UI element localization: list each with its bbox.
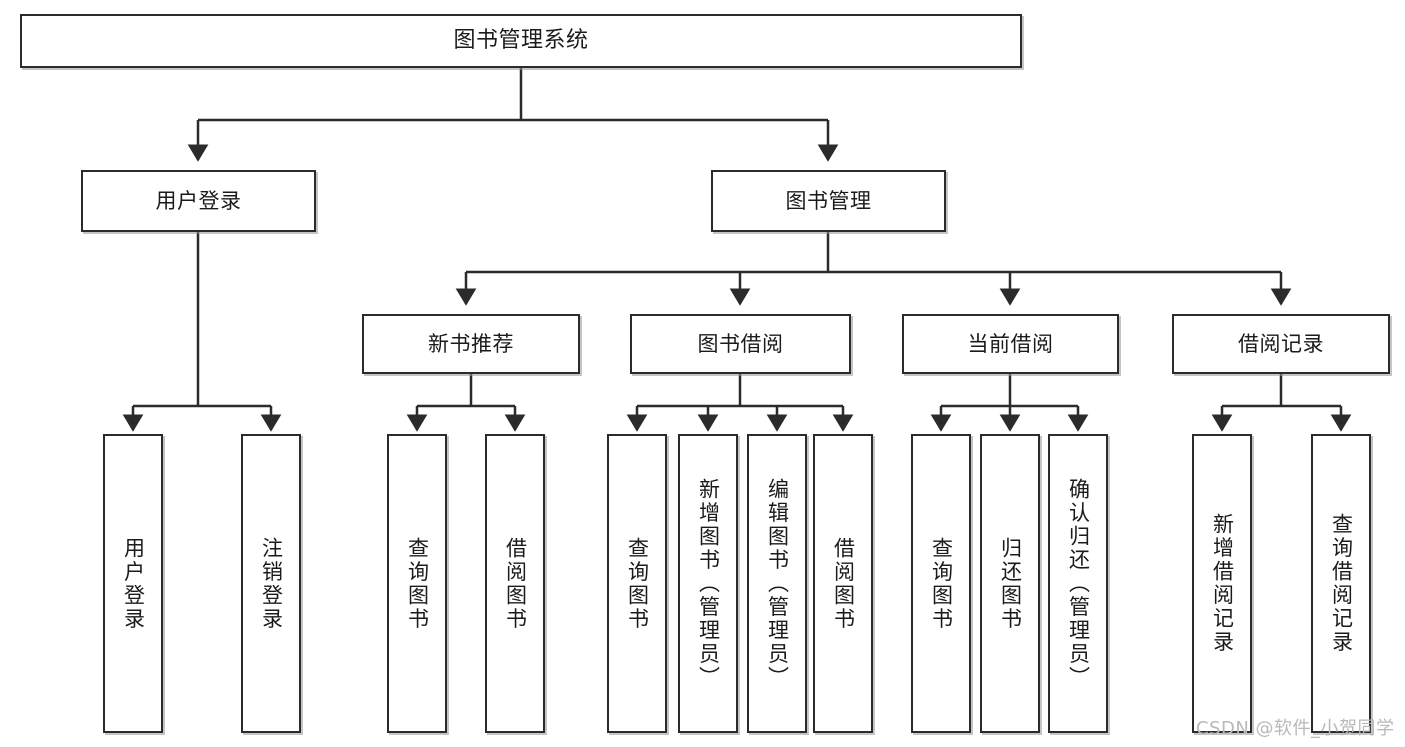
leaf-book-borrow-add[interactable]: 新增图书（管理员） <box>678 434 738 733</box>
leaf-label: 查询图书 <box>929 536 954 631</box>
node-new-book-recommend-label: 新书推荐 <box>428 331 514 356</box>
leaf-new-book-borrow[interactable]: 借阅图书 <box>485 434 545 733</box>
leaf-borrow-record-query[interactable]: 查询借阅记录 <box>1311 434 1371 733</box>
leaf-user-login-logout[interactable]: 注销登录 <box>241 434 301 733</box>
leaf-book-borrow-query[interactable]: 查询图书 <box>607 434 667 733</box>
node-book-management[interactable]: 图书管理 <box>711 170 946 232</box>
leaf-current-borrow-confirm[interactable]: 确认归还（管理员） <box>1048 434 1108 733</box>
leaf-user-login-login[interactable]: 用户登录 <box>103 434 163 733</box>
leaf-current-borrow-query[interactable]: 查询图书 <box>911 434 971 733</box>
leaf-label: 新增借阅记录 <box>1210 513 1235 654</box>
leaf-label: 归还图书 <box>998 536 1023 631</box>
node-book-borrow-label: 图书借阅 <box>697 331 784 356</box>
node-current-borrow-label: 当前借阅 <box>967 331 1054 356</box>
leaf-label: 借阅图书 <box>831 536 856 631</box>
leaf-label: 编辑图书（管理员） <box>765 477 790 690</box>
node-new-book-recommend[interactable]: 新书推荐 <box>362 314 580 374</box>
leaf-label: 用户登录 <box>121 536 146 631</box>
leaf-book-borrow-edit[interactable]: 编辑图书（管理员） <box>747 434 807 733</box>
node-book-management-label: 图书管理 <box>785 188 872 213</box>
node-user-login-label: 用户登录 <box>155 188 242 213</box>
leaf-label: 新增图书（管理员） <box>696 477 721 690</box>
node-borrow-record[interactable]: 借阅记录 <box>1172 314 1390 374</box>
node-user-login[interactable]: 用户登录 <box>81 170 316 232</box>
leaf-new-book-query[interactable]: 查询图书 <box>387 434 447 733</box>
node-root-label: 图书管理系统 <box>453 28 589 54</box>
leaf-borrow-record-add[interactable]: 新增借阅记录 <box>1192 434 1252 733</box>
leaf-book-borrow-borrow[interactable]: 借阅图书 <box>813 434 873 733</box>
csdn-watermark: CSDN @软件_小贺同学 <box>1196 718 1395 739</box>
leaf-label: 注销登录 <box>259 536 284 631</box>
node-root[interactable]: 图书管理系统 <box>20 14 1022 68</box>
leaf-label: 借阅图书 <box>503 536 528 631</box>
leaf-label: 查询图书 <box>405 536 430 631</box>
leaf-label: 确认归还（管理员） <box>1066 477 1091 690</box>
node-current-borrow[interactable]: 当前借阅 <box>902 314 1119 374</box>
node-book-borrow[interactable]: 图书借阅 <box>630 314 851 374</box>
leaf-current-borrow-return[interactable]: 归还图书 <box>980 434 1040 733</box>
leaf-label: 查询借阅记录 <box>1329 513 1354 654</box>
node-borrow-record-label: 借阅记录 <box>1238 331 1324 356</box>
leaf-label: 查询图书 <box>625 536 650 631</box>
